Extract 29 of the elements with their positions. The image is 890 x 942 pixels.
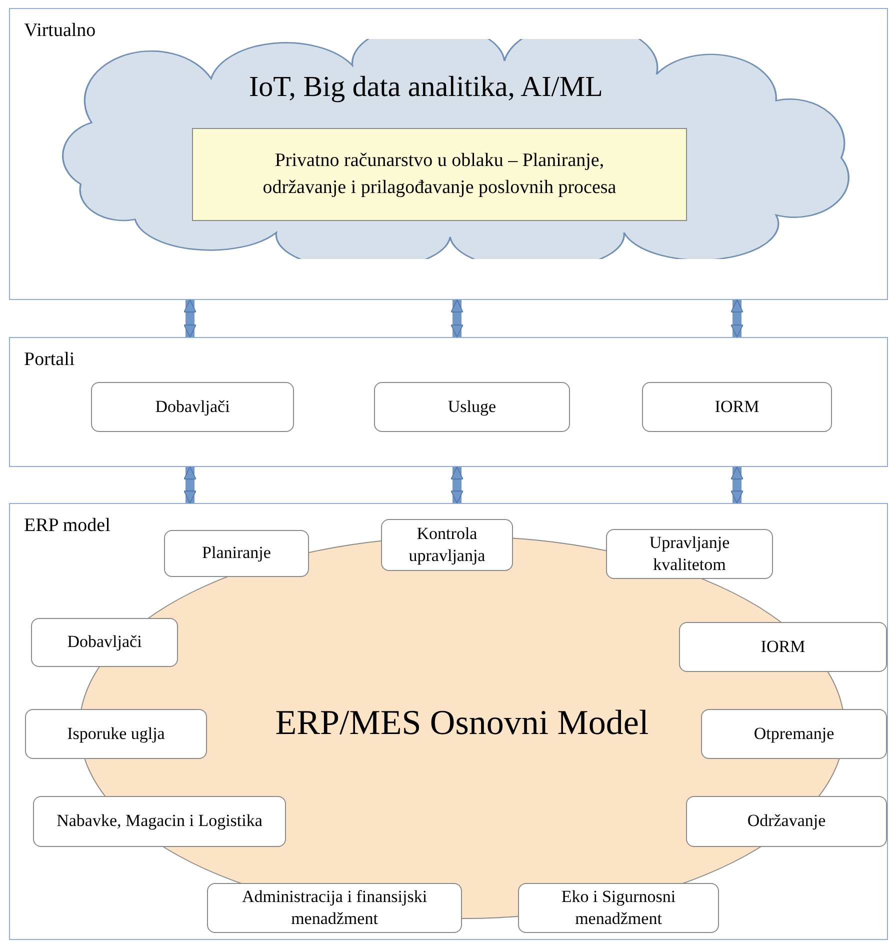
section-panel — [9, 8, 888, 300]
module-box: Isporuke uglja — [25, 709, 207, 759]
highlight-box: Privatno računarstvo u oblaku – Planiranje, održavanje i prilagođavanje poslovnih procesa — [192, 128, 687, 221]
ellipse-title: ERP/MES Osnovni Model — [275, 702, 649, 744]
module-box: Nabavke, Magacin i Logistika — [33, 796, 286, 847]
double-arrow — [450, 466, 464, 504]
cloud-title: IoT, Big data analitika, AI/ML — [249, 70, 603, 105]
double-arrow — [184, 300, 196, 338]
module-box: Dobavljači — [31, 618, 178, 667]
double-arrow — [450, 300, 464, 338]
module-box: Administracija i finansijski menadžment — [207, 883, 462, 933]
double-arrow — [730, 466, 744, 504]
section-panel — [9, 503, 888, 940]
section-title: Portali — [24, 348, 75, 372]
module-box: IORM — [679, 622, 887, 672]
module-box: Održavanje — [686, 796, 887, 847]
module-box: Dobavljači — [91, 382, 294, 432]
module-box: Planiranje — [164, 530, 309, 577]
double-arrow — [184, 466, 196, 504]
module-box: Usluge — [374, 382, 570, 432]
module-box: Kontrola upravljanja — [381, 519, 513, 571]
section-panel — [9, 337, 888, 467]
module-box: IORM — [642, 382, 832, 432]
module-box: Upravljanje kvalitetom — [606, 529, 773, 579]
section-title: ERP model — [24, 514, 110, 538]
section-title: Virtualno — [24, 19, 96, 43]
module-box: Otpremanje — [701, 709, 887, 759]
double-arrow — [730, 300, 744, 338]
module-box: Eko i Sigurnosni menadžment — [518, 883, 719, 933]
